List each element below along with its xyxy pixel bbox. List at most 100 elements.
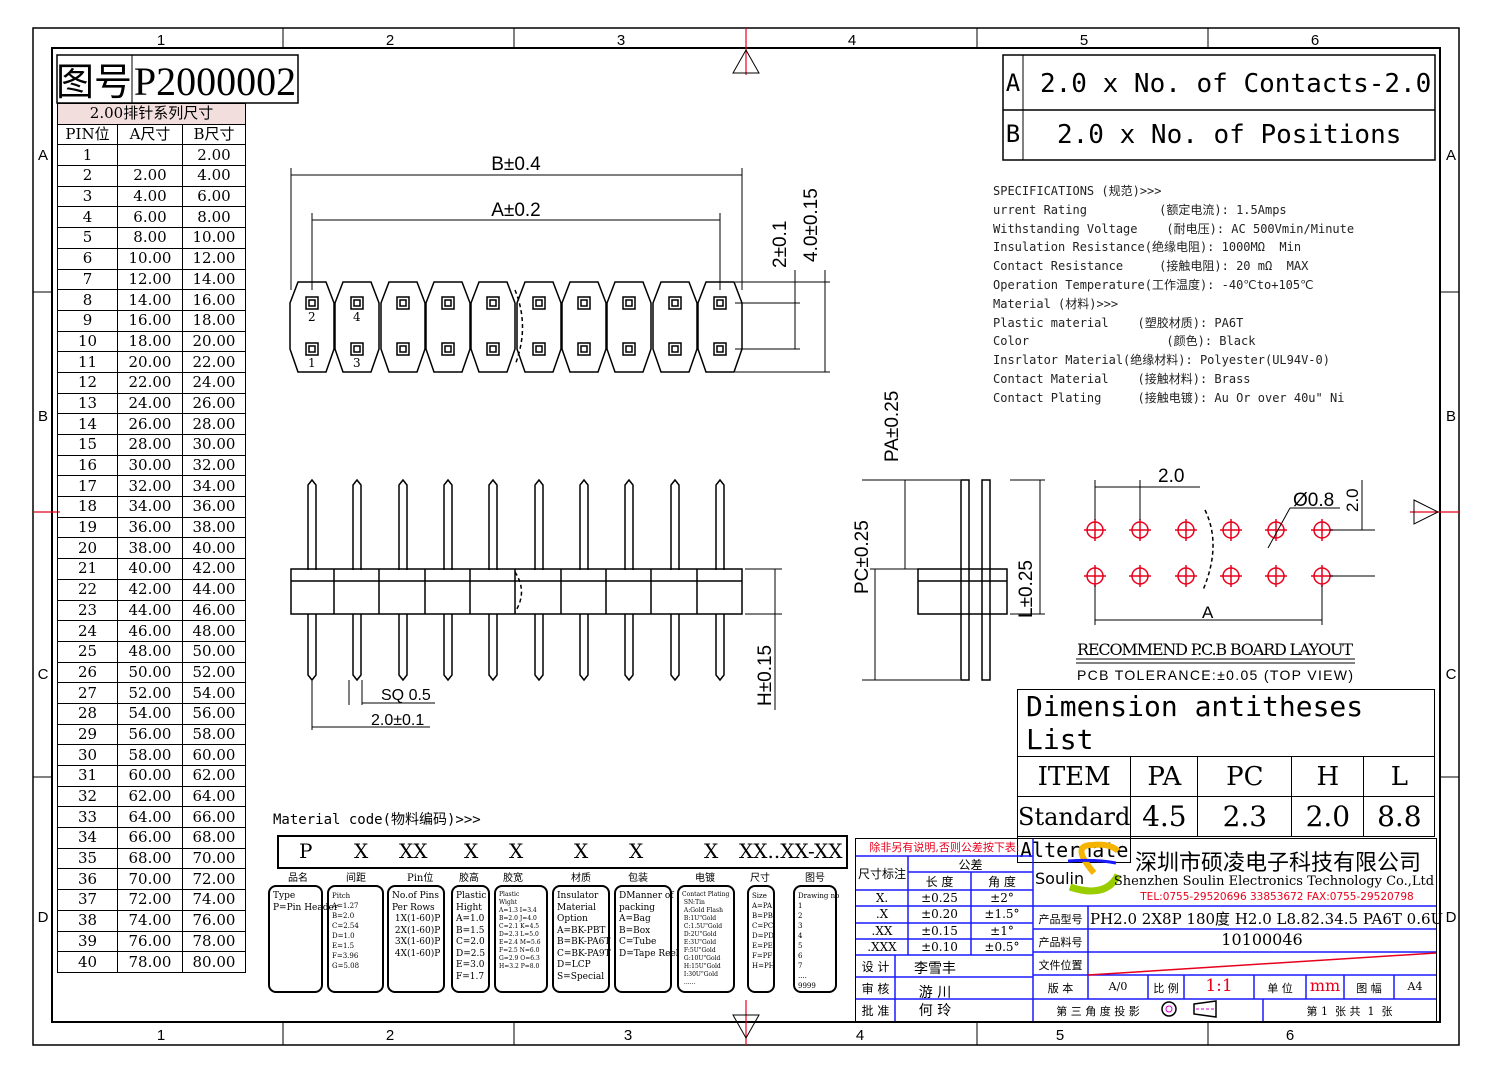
table-cell: 62.00 (117, 785, 183, 808)
svg-text:C: C (38, 666, 49, 683)
tolerance-note: 除非另有说明,否则公差按下表: (869, 841, 1020, 854)
svg-text:1: 1 (157, 1027, 165, 1044)
pin-square (580, 299, 588, 307)
table-cell: 2.00 (182, 144, 246, 167)
code-option-box: Insulator Material Option A=BK-PBT B=BK-… (552, 885, 611, 993)
table-cell: 6 (57, 247, 118, 270)
svg-text:B: B (1006, 120, 1020, 148)
code-label: 胶宽 (503, 873, 523, 884)
col-header: PC (1197, 756, 1293, 797)
code-option-box: Drawing no 1 2 3 4 5 6 7 .... 9999 (793, 885, 839, 993)
svg-text:4: 4 (856, 1027, 864, 1044)
housing-cell (289, 281, 335, 373)
code-option-box: Size A=PA B=PB C=PC D=PD E=PE F=PF H=PH (747, 885, 775, 993)
table-cell: 15 (57, 434, 118, 456)
table-cell: 48.00 (117, 640, 183, 663)
pin-square (441, 342, 455, 356)
pin-square (535, 345, 543, 353)
table-cell: 58.00 (117, 744, 183, 766)
tolerance-header: 尺寸标注 (857, 867, 906, 881)
code-label: 电镀 (695, 873, 715, 884)
housing-cell (516, 281, 562, 373)
table-title: 2.00排针系列尺寸 (57, 103, 246, 125)
table-cell: 18 (57, 496, 118, 518)
housing-cell (470, 281, 516, 373)
svg-text:D: D (38, 909, 49, 926)
pin-square (622, 296, 636, 310)
table-cell: 24.00 (182, 371, 246, 394)
housing-cell (697, 281, 743, 373)
size-label: 图 幅 (1356, 982, 1382, 995)
table-cell: 68.00 (117, 847, 183, 870)
dim-l: L±0.25 (1016, 560, 1037, 618)
table-cell: 4.00 (117, 185, 183, 208)
company-name-cn: 深圳市硕凌电子科技有限公司 (1134, 851, 1421, 876)
tolerance-cell: .XXX (867, 939, 897, 954)
pin (715, 478, 725, 682)
table-cell: 34 (57, 827, 118, 849)
table-cell: 26.00 (182, 392, 246, 415)
spec-line: Plastic material (塑胶材质): PA6T (993, 315, 1244, 330)
svg-text:4: 4 (848, 32, 856, 49)
table-cell: 56.00 (182, 702, 246, 725)
table-cell: 54.00 (117, 702, 183, 725)
tolerance-group: 公差 (958, 858, 983, 872)
table-cell: 40.00 (182, 537, 246, 560)
pcb-pitch: 2.0 (1158, 466, 1184, 487)
spec-line: Insulation Resistance(绝缘电阻): 1000MΩ Min (993, 240, 1302, 255)
table-cell: 25 (57, 640, 118, 663)
table-cell: 6.00 (182, 185, 246, 208)
table-cell: 28.00 (182, 413, 246, 435)
svg-text:3: 3 (617, 32, 625, 49)
table-cell: 38 (57, 909, 118, 932)
logo-text: Soulin (1035, 869, 1085, 888)
table-cell: 1 (57, 144, 118, 167)
drawing-no-label: 图号 (56, 60, 132, 104)
col-header: A尺寸 (117, 123, 183, 146)
table-cell: 36.00 (117, 516, 183, 539)
table-cell: 56.00 (117, 723, 183, 746)
end-view (917, 479, 1008, 681)
table-cell: 60.00 (117, 765, 183, 787)
pin-square (625, 299, 633, 307)
table-cell: 22.00 (182, 351, 246, 373)
pcb-layout (1084, 509, 1333, 591)
table-cell: 50.00 (117, 661, 183, 684)
table-cell: 58.00 (182, 723, 246, 746)
approve-label: 批 准 (861, 1004, 890, 1018)
pin (579, 478, 589, 682)
unit-label: 单 位 (1267, 982, 1293, 995)
spec-line: Contact Material (接触材料): Brass (993, 371, 1251, 386)
spec-line: Withstanding Voltage (耐电压): AC 500Vmin/M… (993, 221, 1355, 236)
table-cell: 26 (57, 661, 118, 684)
dim-a: A±0.2 (491, 200, 541, 221)
col-header: ITEM (1016, 756, 1132, 797)
soulin-logo (1067, 841, 1122, 895)
code-segment: X (354, 839, 369, 863)
table-cell: 20.00 (182, 330, 246, 353)
table-cell: 78.00 (117, 951, 183, 973)
sheet-count: 第 1 张 共 1 张 (1306, 1005, 1393, 1018)
pin-square (399, 299, 407, 307)
code-option-box: DManner of packing A=Bag B=Box C=Tube D=… (614, 885, 679, 993)
table-cell: 34.00 (182, 475, 246, 498)
tolerance-cell: ±1.5° (984, 907, 1020, 922)
pin-square (353, 299, 361, 307)
table-cell: 52.00 (117, 682, 183, 704)
svg-text:A: A (1006, 69, 1021, 97)
table-cell: 74.00 (182, 889, 246, 911)
